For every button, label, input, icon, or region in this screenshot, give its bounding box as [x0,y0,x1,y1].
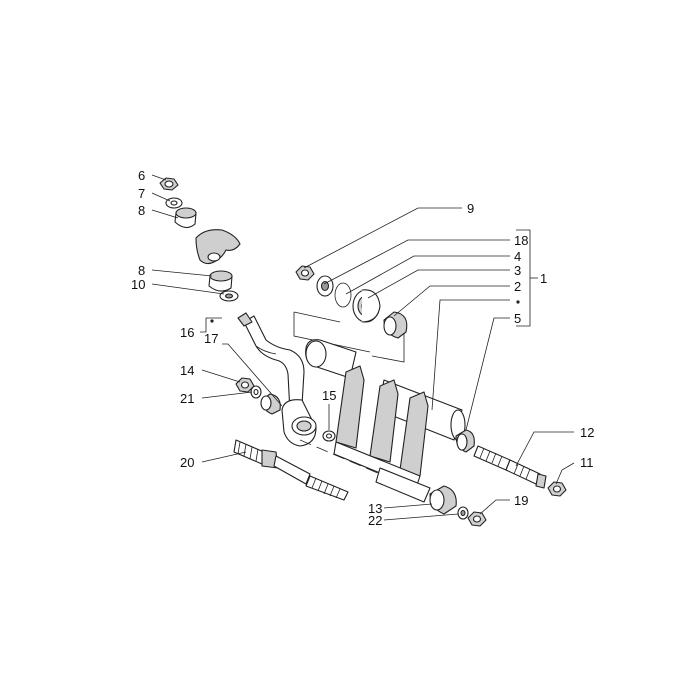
label-3: 3 [514,263,521,278]
label-15: 15 [322,388,336,403]
label-17: 17 [204,331,218,346]
part-illustrations [159,177,567,527]
part-19-nut [467,511,487,527]
label-12: 12 [580,425,594,440]
spacer-left [260,393,281,415]
label-2: 2 [514,279,521,294]
label-8-lower: 8 [138,263,145,278]
part-7-washer [165,197,183,209]
label-8-upper: 8 [138,203,145,218]
label-9: 9 [467,201,474,216]
label-21: 21 [180,391,194,406]
part-12-bolt [473,445,547,489]
main-swing-frame [305,339,466,503]
label-7: 7 [138,186,145,201]
part-6-nut [159,177,179,191]
part-2-bushing [383,311,408,339]
label-19: 19 [514,493,528,508]
part-13-bushing [429,485,457,515]
part-22-washer [457,506,469,520]
label-6: 6 [138,168,145,183]
mounting-bracket [195,229,241,265]
label-14: 14 [180,363,194,378]
part-11-nut [547,481,567,497]
part-3-bearing [352,289,381,323]
part-9-nut [295,265,315,281]
label-5: 5 [514,311,521,326]
swing-arm-tube [237,312,317,447]
part-8-bushing-lower [208,270,233,292]
label-20: 20 [180,455,194,470]
label-4: 4 [514,249,521,264]
label-16: 16 [180,325,194,340]
label-22: 22 [368,513,382,528]
part-15-washer [322,430,336,442]
part-21-washer [250,385,262,399]
leader-lines [151,174,575,521]
part-4-circlip [334,282,352,308]
label-10: 10 [131,277,145,292]
label-11: 11 [580,455,594,470]
part-10-washer [219,290,239,302]
part-20-stud-bolt [233,439,349,501]
label-13: 13 [368,501,382,516]
label-18: 18 [514,233,528,248]
callout-labels: 6 7 8 8 10 9 18 4 3 1 2 5 16 17 14 21 15… [131,168,594,528]
part-8-bushing-upper [174,207,197,229]
label-1: 1 [540,271,547,286]
part-18-washer [316,275,334,297]
part-5-bushing [455,429,475,453]
